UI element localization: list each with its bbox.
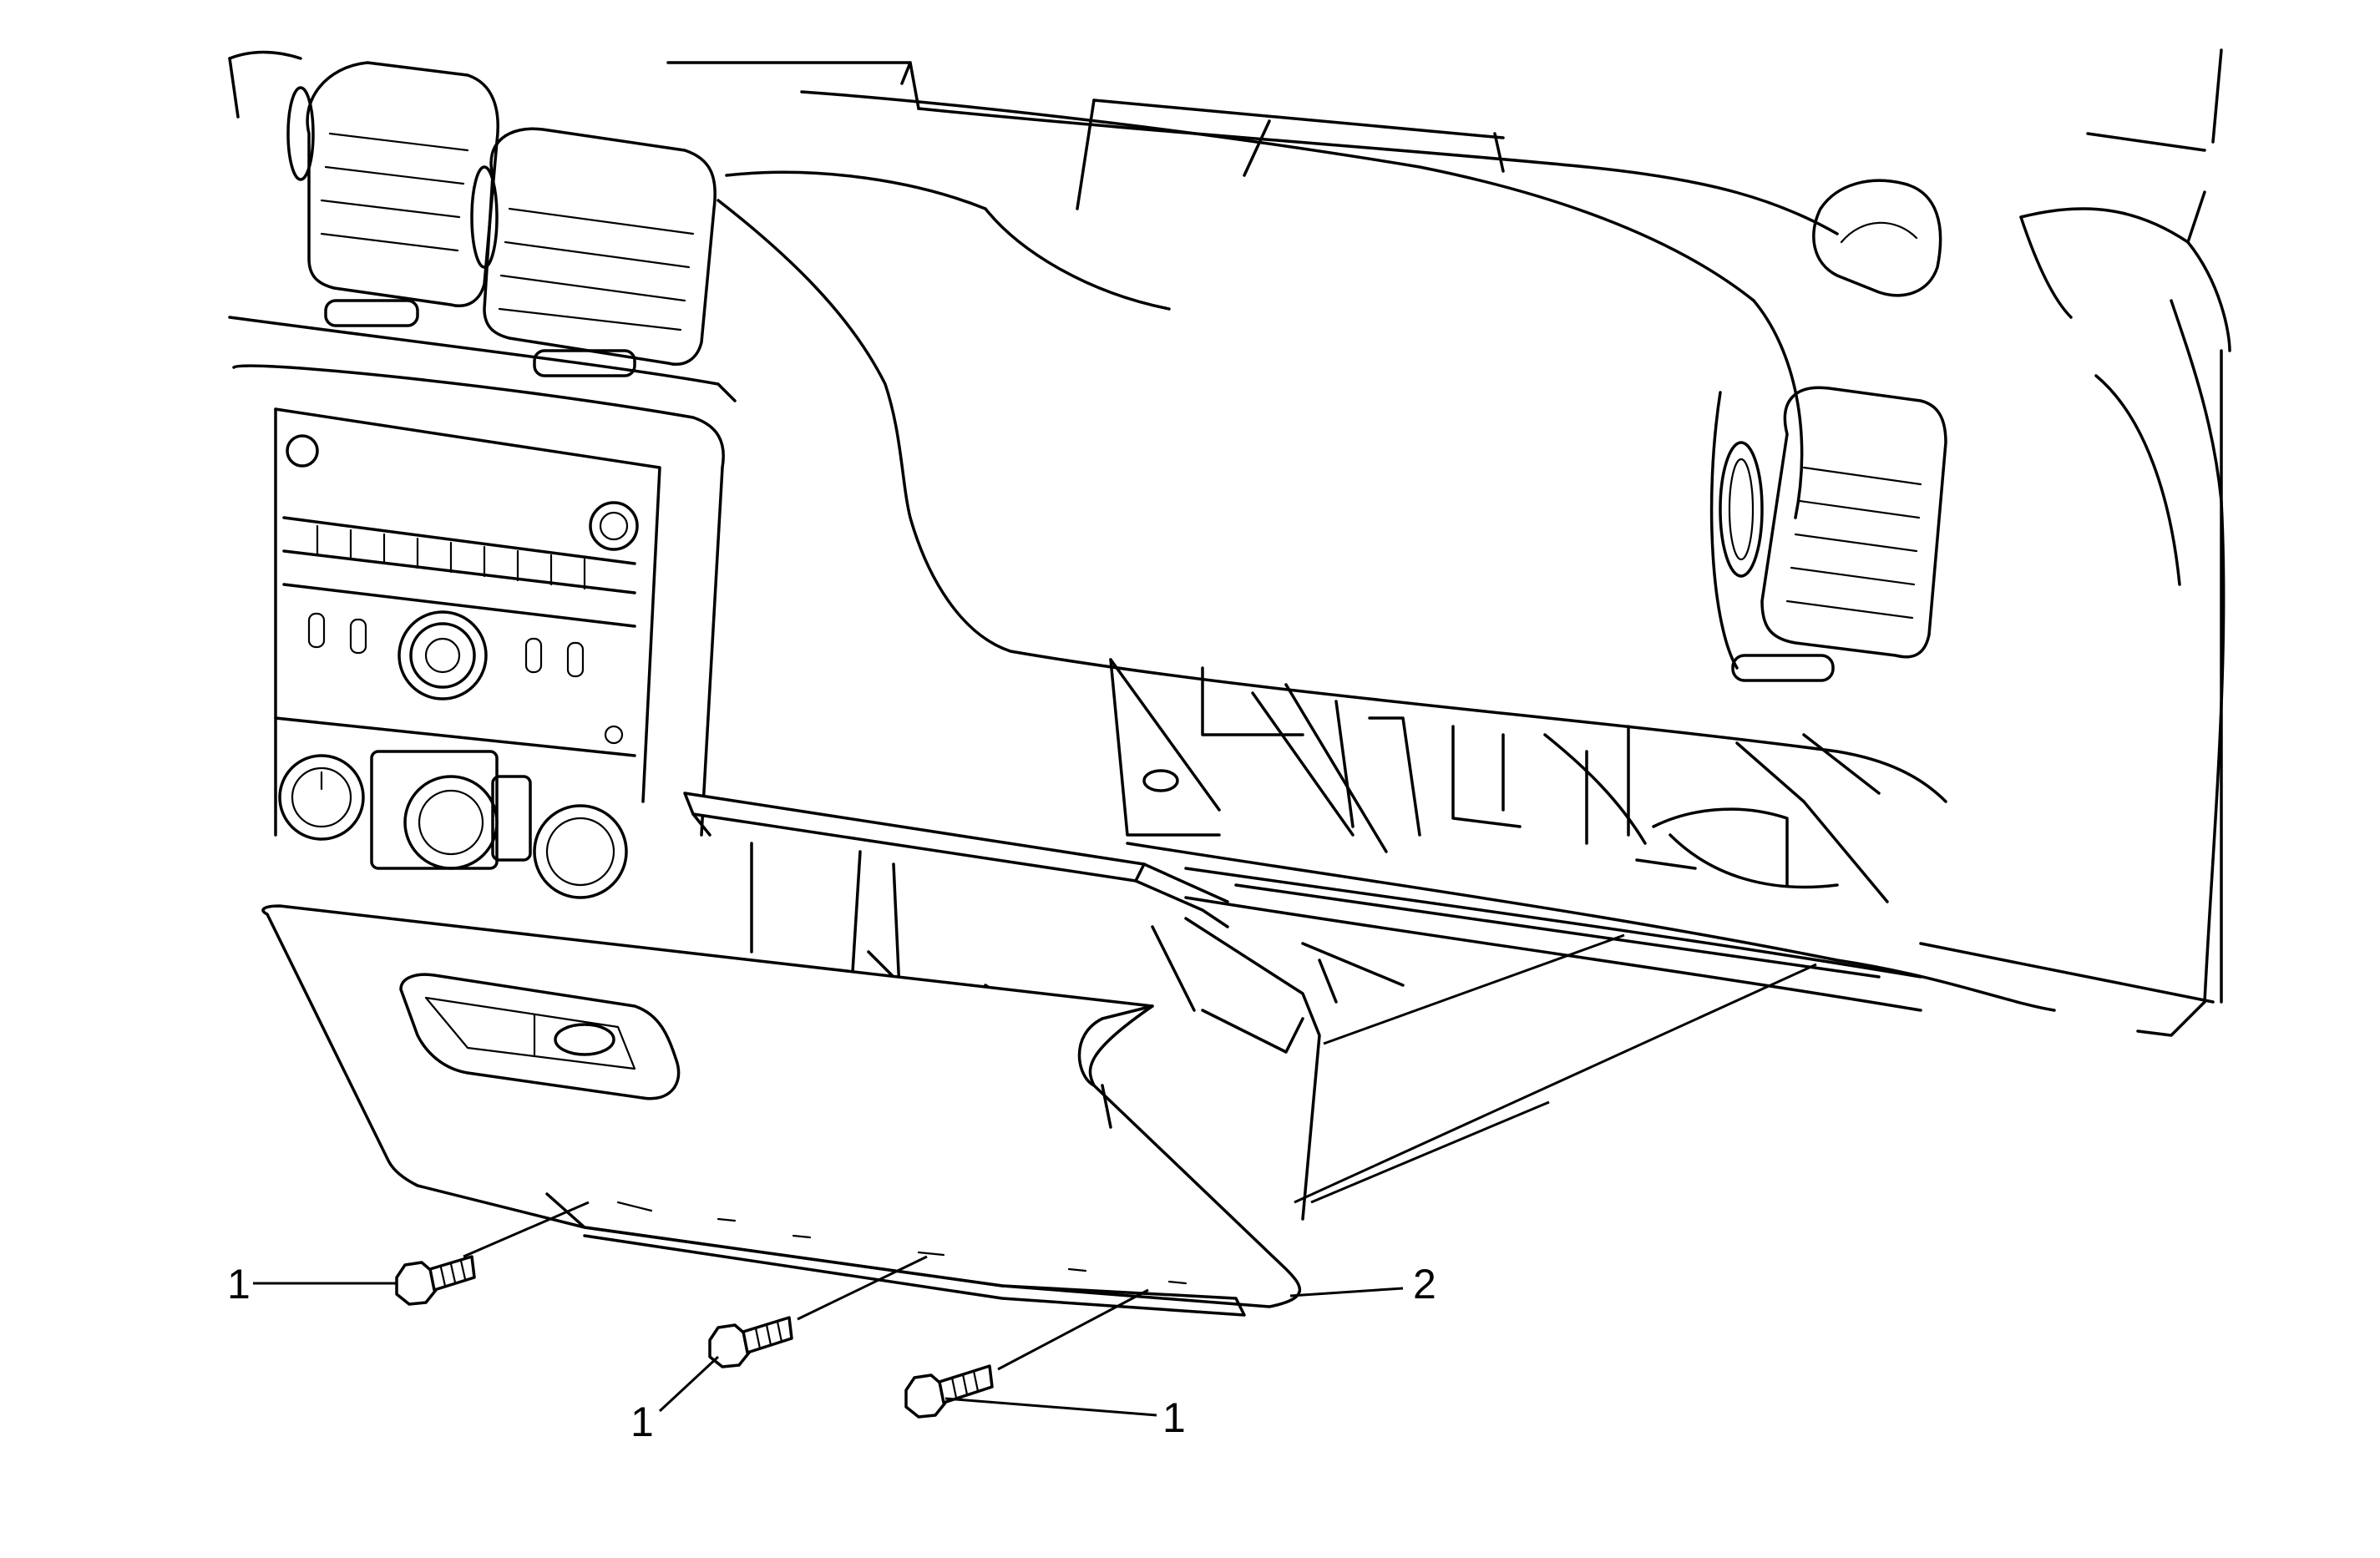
center-air-vents — [228, 61, 737, 402]
climate-controls — [278, 750, 628, 899]
callout-label-screw-left: 1 — [227, 1261, 251, 1308]
passenger-air-vent — [1709, 179, 1947, 682]
screw-middle — [708, 1316, 793, 1368]
glove-box-compartment — [261, 792, 1321, 1317]
glove-box-opening — [1109, 658, 2215, 1012]
alignment-lines — [463, 933, 1817, 1371]
callout-label-screw-middle: 1 — [630, 1399, 654, 1445]
callout-label-glove-box: 2 — [1413, 1261, 1436, 1308]
instrument-panel-upper — [228, 48, 2231, 1037]
callout-label-screw-right: 1 — [1162, 1394, 1186, 1441]
callout-labels: 1 1 1 2 — [227, 1261, 1436, 1445]
callout-leaders — [253, 1282, 1404, 1417]
screw-right — [904, 1364, 994, 1419]
radio-unit — [232, 364, 725, 837]
screw-left — [395, 1255, 476, 1306]
